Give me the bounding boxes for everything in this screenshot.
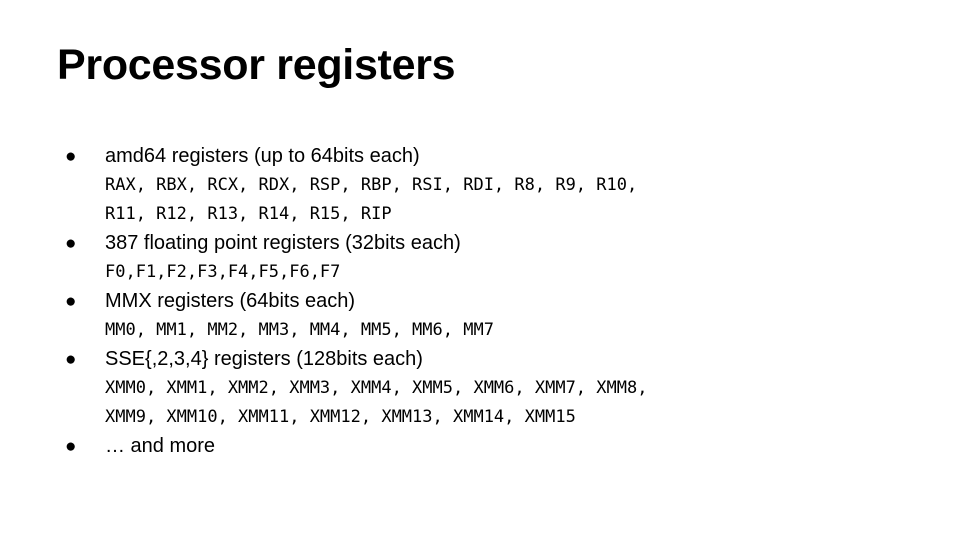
list-item: ● SSE{,2,3,4} registers (128bits each) X… (57, 345, 937, 432)
bullet-dot-icon: ● (65, 291, 77, 312)
bullet-label: MMX registers (64bits each) (105, 290, 356, 312)
list-item: ● 387 floating point registers (32bits e… (57, 229, 937, 287)
bullet-dot-icon: ● (65, 436, 77, 457)
register-code-line: F0,F1,F2,F3,F4,F5,F6,F7 (105, 262, 341, 282)
register-code-line: R11, R12, R13, R14, R15, RIP (105, 204, 392, 224)
bullet-label: … and more (105, 435, 216, 457)
bullet-label: amd64 registers (up to 64bits each) (105, 145, 420, 167)
bullet-dot-icon: ● (65, 233, 77, 254)
bullet-label: 387 floating point registers (32bits eac… (105, 232, 461, 254)
bullet-list: ● amd64 registers (up to 64bits each) RA… (57, 142, 937, 461)
bullet-dot-icon: ● (65, 349, 77, 370)
register-code-line: MM0, MM1, MM2, MM3, MM4, MM5, MM6, MM7 (105, 320, 494, 340)
list-item: ● … and more (57, 432, 937, 461)
register-code-line: XMM9, XMM10, XMM11, XMM12, XMM13, XMM14,… (105, 407, 576, 427)
page-title: Processor registers (57, 41, 456, 89)
list-item: ● MMX registers (64bits each) MM0, MM1, … (57, 287, 937, 345)
bullet-dot-icon: ● (65, 146, 77, 167)
list-item: ● amd64 registers (up to 64bits each) RA… (57, 142, 937, 229)
register-code-line: RAX, RBX, RCX, RDX, RSP, RBP, RSI, RDI, … (105, 175, 638, 195)
bullet-label: SSE{,2,3,4} registers (128bits each) (105, 348, 423, 370)
register-code-line: XMM0, XMM1, XMM2, XMM3, XMM4, XMM5, XMM6… (105, 378, 648, 398)
